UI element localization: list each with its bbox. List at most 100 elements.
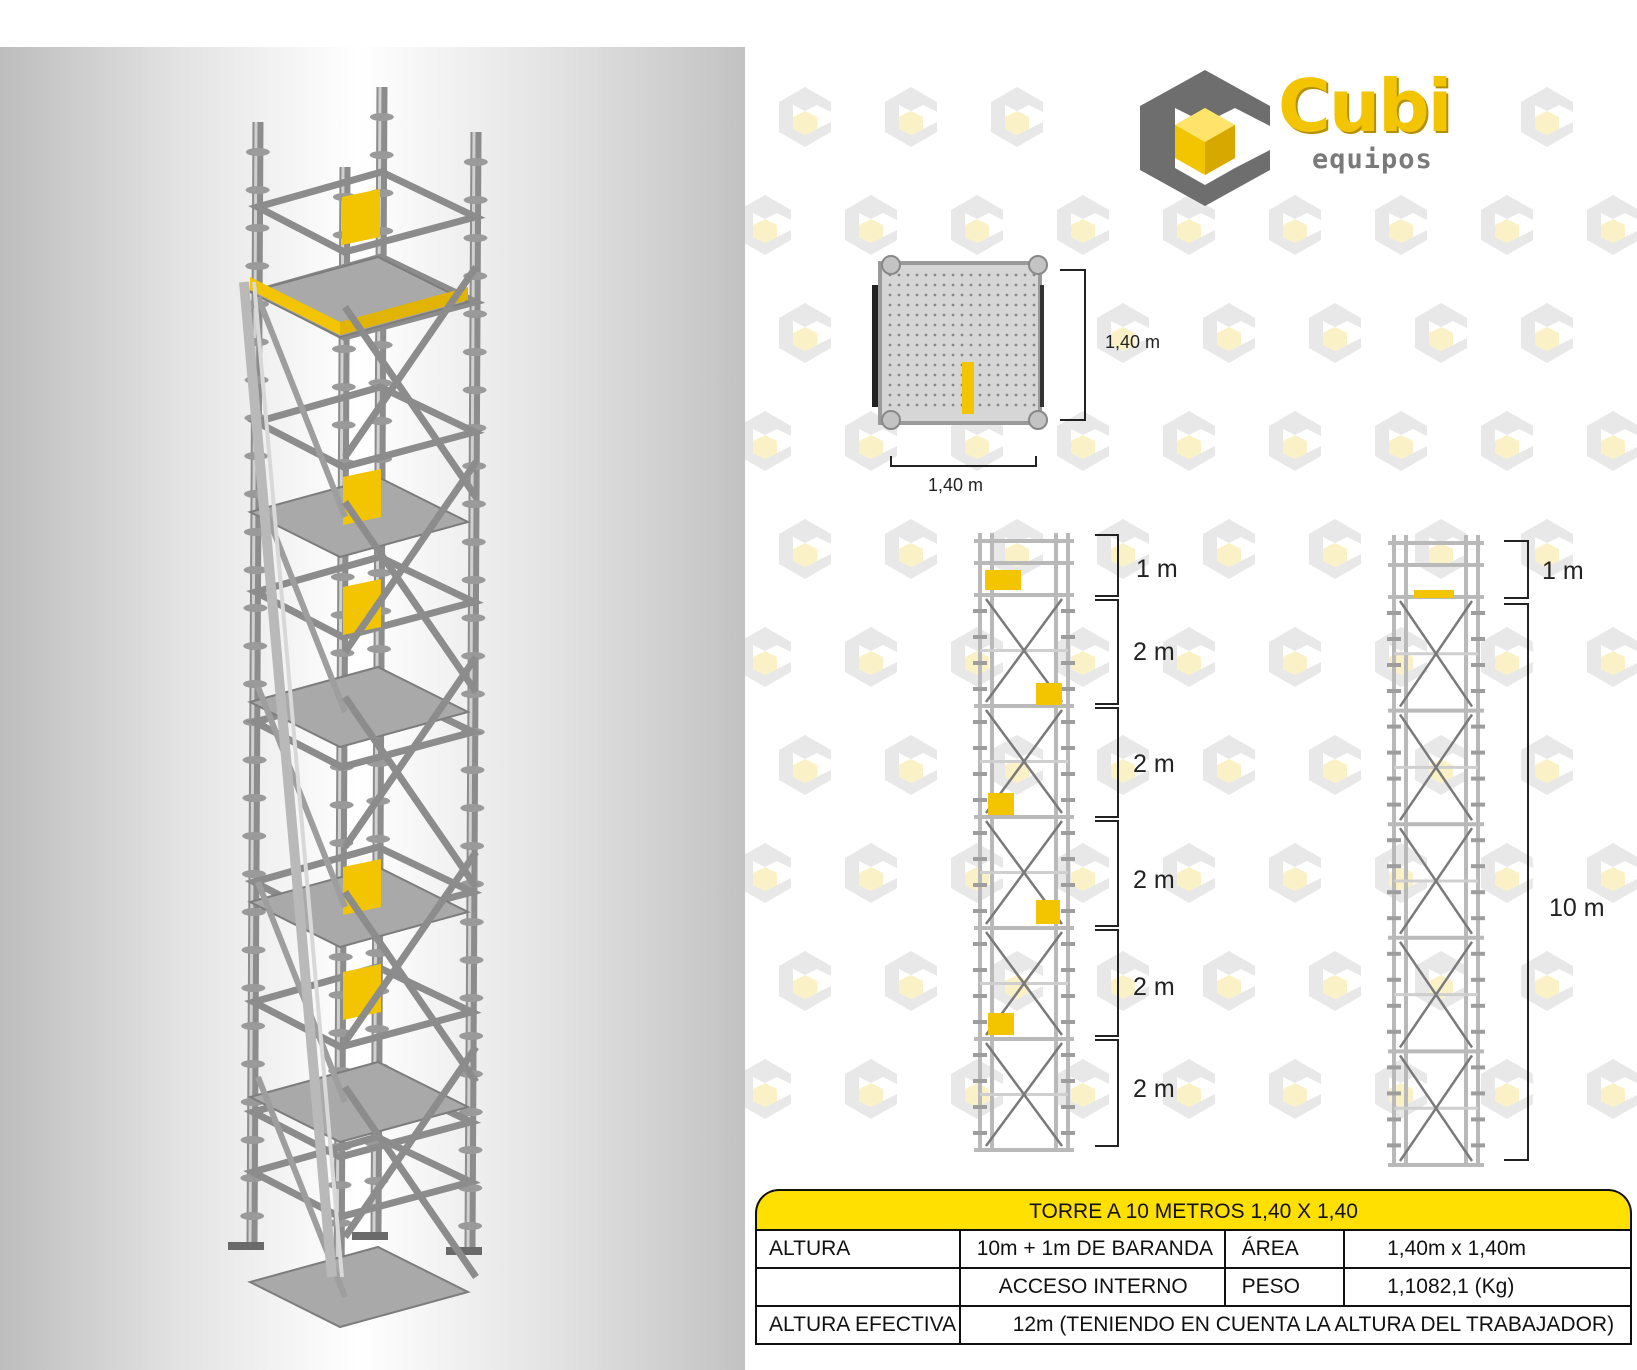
deck-perforation	[951, 303, 955, 307]
deck-perforation	[987, 293, 991, 297]
deck-perforation	[924, 303, 928, 307]
watermark-logo-icon	[1521, 303, 1573, 363]
elevation-rosette	[1061, 883, 1075, 887]
watermark-logo-icon	[1587, 411, 1637, 471]
elevation-rosette	[973, 883, 987, 887]
watermark-logo-icon	[1057, 195, 1109, 255]
deck-perforation	[1032, 333, 1036, 337]
deck-perforation	[1005, 273, 1009, 277]
deck-perforation	[1032, 323, 1036, 327]
plan-post	[881, 410, 901, 430]
rosette	[243, 604, 268, 612]
elevation-rosette	[1061, 1020, 1075, 1024]
deck-perforation	[1032, 393, 1036, 397]
deck-perforation	[996, 313, 1000, 317]
deck-perforation	[933, 273, 937, 277]
elevation-rosette	[973, 687, 987, 691]
deck-perforation	[897, 353, 901, 357]
platform-deck	[247, 665, 471, 749]
deck-perforation	[1014, 353, 1018, 357]
deck-perforation	[978, 383, 982, 387]
watermark-logo-icon	[845, 195, 897, 255]
spec-grid: ALTURA 10m + 1m DE BARANDA ÁREA 1,40m x …	[755, 1229, 1633, 1345]
deck-perforation	[1005, 393, 1009, 397]
spec-value: ACCESO INTERNO	[958, 1267, 1226, 1307]
watermark-logo-icon	[745, 1059, 791, 1119]
deck-perforation	[942, 313, 946, 317]
deck-perforation	[888, 323, 892, 327]
deck-perforation	[1014, 373, 1018, 377]
deck-perforation	[906, 353, 910, 357]
deck-perforation	[1014, 403, 1018, 407]
rosette	[463, 158, 488, 166]
elevation-rosette	[1471, 750, 1485, 755]
elevation-rosette	[1471, 890, 1485, 895]
deck-perforation	[960, 283, 964, 287]
deck-perforation	[969, 353, 973, 357]
deck-perforation	[969, 323, 973, 327]
plan-view-drawing	[872, 255, 1086, 467]
deck-perforation	[906, 313, 910, 317]
deck-perforation	[906, 403, 910, 407]
rosette	[460, 766, 485, 774]
deck-perforation	[1005, 383, 1009, 387]
rosette	[241, 946, 266, 954]
deck-perforation	[915, 333, 919, 337]
elevation-hatch	[985, 570, 1021, 590]
deck-perforation	[888, 293, 892, 297]
deck-perforation	[1005, 293, 1009, 297]
deck-perforation	[1023, 393, 1027, 397]
rosette	[241, 908, 266, 916]
deck-perforation	[933, 303, 937, 307]
spec-value: 12m (TENIENDO EN CUENTA LA ALTURA DEL TR…	[958, 1305, 1633, 1345]
watermark-logo-icon	[1481, 1059, 1533, 1119]
elevation-rosette	[973, 831, 987, 835]
elevation-brace	[984, 598, 1064, 703]
deck-perforation	[1005, 323, 1009, 327]
deck-perforation	[1014, 383, 1018, 387]
rosette	[245, 224, 270, 232]
base-plate	[228, 1242, 264, 1250]
toe-board	[340, 287, 468, 335]
deck-perforation	[969, 293, 973, 297]
deck-perforation	[1032, 283, 1036, 287]
spec-title: TORRE A 10 METROS 1,40 X 1,40	[755, 1189, 1632, 1231]
rosette	[367, 645, 392, 653]
deck-perforation	[978, 323, 982, 327]
watermark-logo-icon	[1521, 951, 1573, 1011]
elevation-brace	[984, 1042, 1064, 1147]
elevation-rosette	[973, 909, 987, 913]
deck-perforation	[1014, 313, 1018, 317]
rosette	[241, 870, 266, 878]
watermark-logo-icon	[1309, 735, 1361, 795]
front-segment-label: 2 m	[1133, 973, 1175, 1001]
rosette	[463, 310, 488, 318]
deck-perforation	[960, 303, 964, 307]
deck-perforation	[933, 353, 937, 357]
deck-perforation	[951, 283, 955, 287]
rosette	[330, 573, 355, 581]
deck-perforation	[996, 373, 1000, 377]
deck-perforation	[942, 283, 946, 287]
rosette	[461, 576, 486, 584]
plan-toe-board	[872, 285, 878, 407]
spec-value: 10m + 1m DE BARANDA	[958, 1229, 1226, 1269]
rosette	[240, 1060, 265, 1068]
deck-perforation	[996, 283, 1000, 287]
deck-perforation	[915, 353, 919, 357]
deck-perforation	[1023, 333, 1027, 337]
deck-perforation	[924, 363, 928, 367]
rosette	[241, 1022, 266, 1030]
elevation-rosette	[1061, 1131, 1075, 1135]
watermark-logo-icon	[1521, 735, 1573, 795]
deck-perforation	[933, 293, 937, 297]
elevation-rosette	[1387, 637, 1401, 641]
side-total-label: 10 m	[1549, 894, 1605, 922]
elevation-rosette	[1471, 916, 1485, 921]
diagonal-brace	[342, 305, 479, 499]
spec-label: ALTURA EFECTIVA	[755, 1305, 961, 1345]
deck-perforation	[933, 383, 937, 387]
plan-toe-board	[1040, 285, 1044, 407]
rosette	[462, 348, 487, 356]
deck-perforation	[933, 283, 937, 287]
